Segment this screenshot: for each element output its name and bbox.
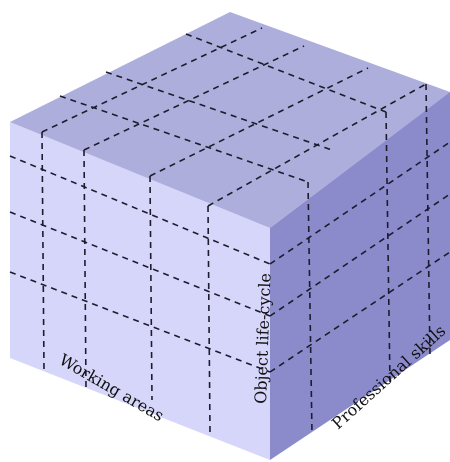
right-face-grid xyxy=(269,83,450,435)
right-vertical-line xyxy=(307,181,313,435)
object-life-cycle-label: Object life-cycle xyxy=(251,273,275,404)
right-horizontal-line xyxy=(269,141,450,265)
front-vertical-line xyxy=(207,205,211,433)
front-horizontal-line xyxy=(9,155,271,265)
front-vertical-line xyxy=(149,175,153,401)
top-face xyxy=(10,12,450,228)
top-face-grid xyxy=(41,27,427,207)
front-face-grid xyxy=(9,131,271,433)
top-line xyxy=(105,71,333,151)
top-line xyxy=(149,67,369,177)
front-horizontal-line xyxy=(9,271,271,373)
right-horizontal-line xyxy=(269,251,450,373)
front-vertical-line xyxy=(41,131,45,371)
front-face xyxy=(10,122,270,460)
front-vertical-line xyxy=(83,149,87,389)
right-face xyxy=(270,92,450,460)
right-vertical-line xyxy=(385,111,391,385)
right-horizontal-line xyxy=(269,193,450,317)
right-vertical-line xyxy=(425,83,431,357)
top-line xyxy=(185,33,387,113)
top-line xyxy=(41,27,263,133)
top-line xyxy=(83,45,305,151)
front-horizontal-line xyxy=(9,211,271,317)
